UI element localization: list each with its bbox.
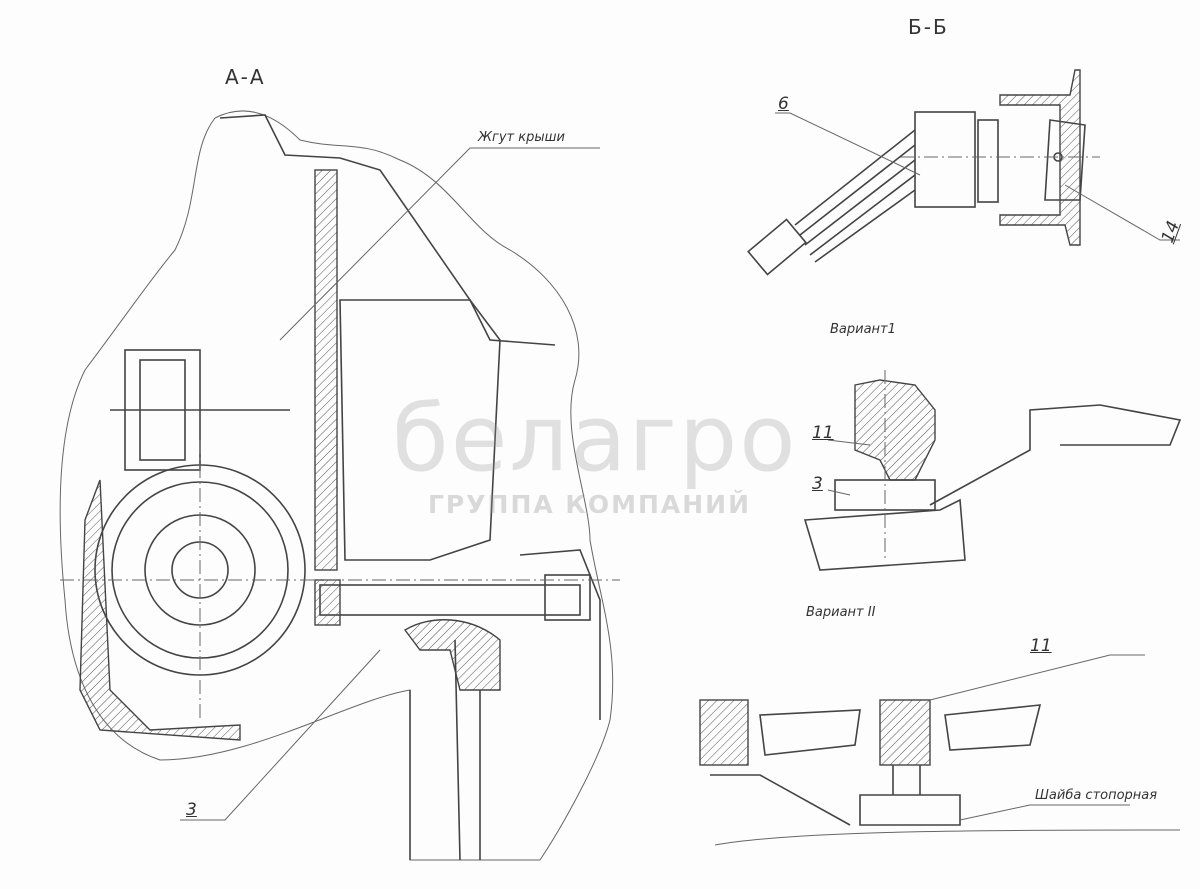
- part-6-callout: 6: [778, 94, 789, 114]
- harness-callout: Жгут крыши: [478, 130, 565, 145]
- variant-2-label: Вариант II: [806, 605, 876, 620]
- section-aa-outline: [59, 110, 614, 861]
- part-11-v1-callout: 11: [812, 423, 834, 443]
- profile-box: [339, 299, 501, 561]
- pillar: [314, 169, 338, 571]
- section-bb-label: Б-Б: [908, 15, 949, 39]
- variant-1-label: Вариант1: [830, 322, 896, 337]
- part-11-v2-callout: 11: [1030, 636, 1052, 656]
- part-3-callout: 3: [186, 800, 197, 820]
- roof-panel: [219, 114, 556, 346]
- part-3-v1-callout: 3: [812, 474, 823, 494]
- watermark-tagline: ГРУППА КОМПАНИЙ: [428, 490, 752, 519]
- watermark-brand: белагро: [392, 385, 798, 492]
- shaft: [319, 584, 581, 616]
- section-aa-label: А-А: [225, 65, 266, 89]
- lock-washer-callout: Шайба стопорная: [1035, 788, 1158, 803]
